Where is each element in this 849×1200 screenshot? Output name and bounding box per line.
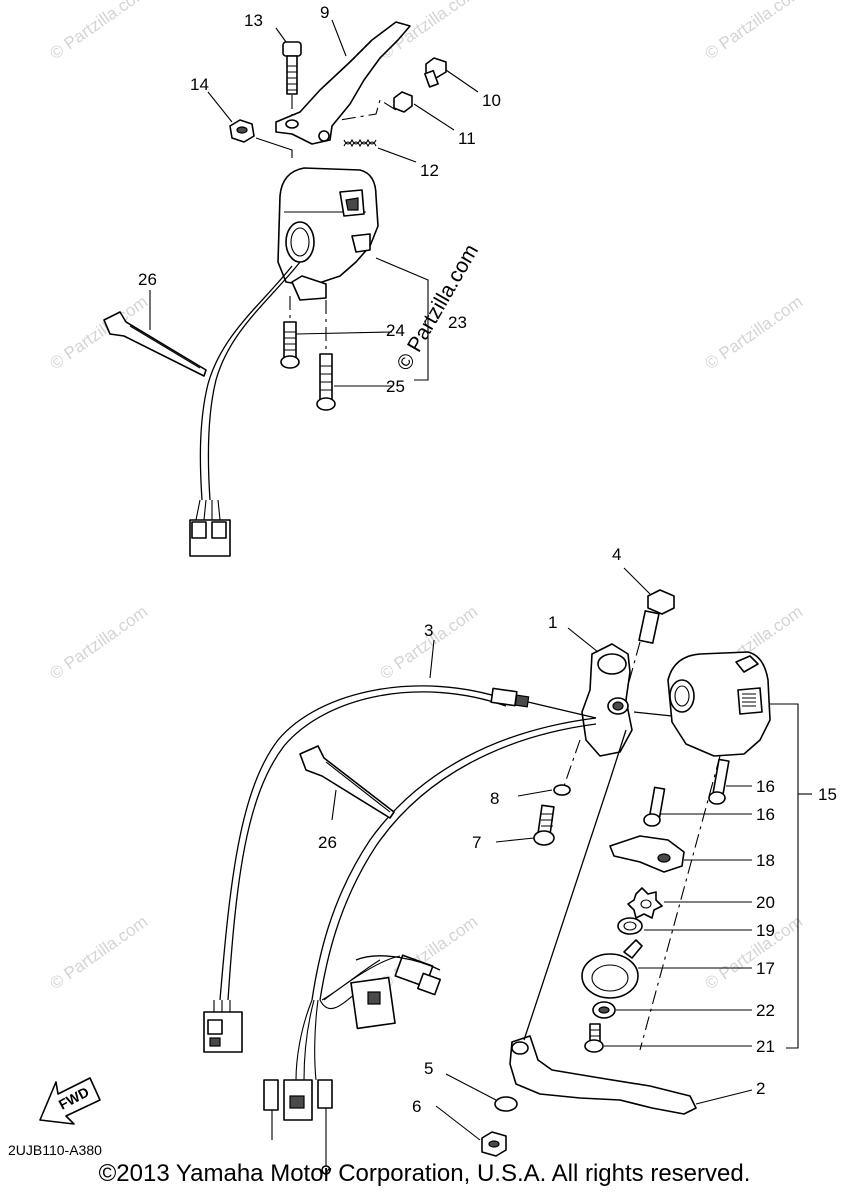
lower-wire-harness xyxy=(263,717,597,1175)
part-2-lever xyxy=(509,729,753,1115)
callout-13: 13 xyxy=(244,11,263,30)
callout-3: 3 xyxy=(424,621,433,640)
part-12-spring xyxy=(343,138,377,148)
callout-10: 10 xyxy=(482,91,501,110)
part-16-screws xyxy=(643,758,752,827)
part-8-washer xyxy=(517,739,581,797)
callout-9: 9 xyxy=(320,3,329,22)
watermark: © Partzilla.com xyxy=(46,912,151,993)
copyright-notice: ©2013 Yamaha Motor Corporation, U.S.A. A… xyxy=(98,1160,751,1187)
part-24-screw xyxy=(280,296,393,369)
part-26-cable-tie-lower xyxy=(299,745,395,821)
part-1-holder xyxy=(567,627,633,757)
callout-19: 19 xyxy=(756,921,775,940)
part-11-nut xyxy=(339,91,413,121)
callout-16: 16 xyxy=(756,777,775,796)
part-23-switch-housing xyxy=(277,167,429,381)
watermark: © Partzilla.com xyxy=(46,0,151,63)
callout-15: 15 xyxy=(818,785,837,804)
callout-23: 23 xyxy=(448,313,467,332)
callout-5: 5 xyxy=(424,1059,433,1078)
diagram-code: 2UJB110-A380 xyxy=(8,1142,102,1158)
callout-4: 4 xyxy=(612,545,621,564)
part-19-washer xyxy=(617,917,752,935)
callout-12: 12 xyxy=(420,161,439,180)
callout-18: 18 xyxy=(756,851,775,870)
callout-22: 22 xyxy=(756,1001,775,1020)
callout-26: 26 xyxy=(318,833,337,852)
part-6-nut xyxy=(435,1105,507,1157)
callout-20: 20 xyxy=(756,893,775,912)
watermark: © Partzilla.com xyxy=(701,292,806,373)
fwd-arrow-icon: FWD xyxy=(39,1077,101,1125)
part-13-bolt xyxy=(282,41,302,125)
part-21-screw xyxy=(584,1023,752,1053)
watermark-layer: © Partzilla.com © Partzilla.com © Partzi… xyxy=(46,0,806,993)
part-7-bolt xyxy=(495,804,555,846)
watermark: © Partzilla.com xyxy=(701,0,806,63)
callout-16: 16 xyxy=(756,805,775,824)
callout-21: 21 xyxy=(756,1037,775,1056)
callout-14: 14 xyxy=(190,75,209,94)
callout-24: 24 xyxy=(386,321,405,340)
part-5-o-ring xyxy=(445,1073,518,1112)
part-10-bolt xyxy=(424,57,447,88)
callout-26: 26 xyxy=(138,270,157,289)
part-17-knob xyxy=(581,939,752,999)
callout-labels: 13 9 14 10 11 12 26 24 23 25 4 1 3 16 15… xyxy=(138,3,837,1116)
watermark: © Partzilla.com xyxy=(46,602,151,683)
callout-7: 7 xyxy=(472,833,481,852)
callout-1: 1 xyxy=(548,613,557,632)
part-3-cable xyxy=(203,639,597,1053)
center-watermark: © Partzilla.com xyxy=(392,240,483,374)
part-22-washer xyxy=(592,1001,752,1019)
callout-8: 8 xyxy=(490,789,499,808)
part-4-bolt xyxy=(623,567,675,701)
watermark: © Partzilla.com xyxy=(376,602,481,683)
callout-6: 6 xyxy=(412,1097,421,1116)
watermark: © Partzilla.com xyxy=(701,912,806,993)
upper-wire-harness xyxy=(189,261,301,557)
callout-25: 25 xyxy=(386,377,405,396)
callout-11: 11 xyxy=(458,129,476,148)
part-26-cable-tie-upper xyxy=(103,290,207,377)
part-14-nut xyxy=(229,119,293,158)
callout-2: 2 xyxy=(756,1079,765,1098)
callout-17: 17 xyxy=(756,959,775,978)
part-25-screw xyxy=(316,300,392,411)
part-18-guide xyxy=(609,835,752,873)
part-15-switch-body xyxy=(633,651,812,1049)
part-20-star-washer xyxy=(627,887,752,919)
part-9-lever xyxy=(275,21,411,145)
